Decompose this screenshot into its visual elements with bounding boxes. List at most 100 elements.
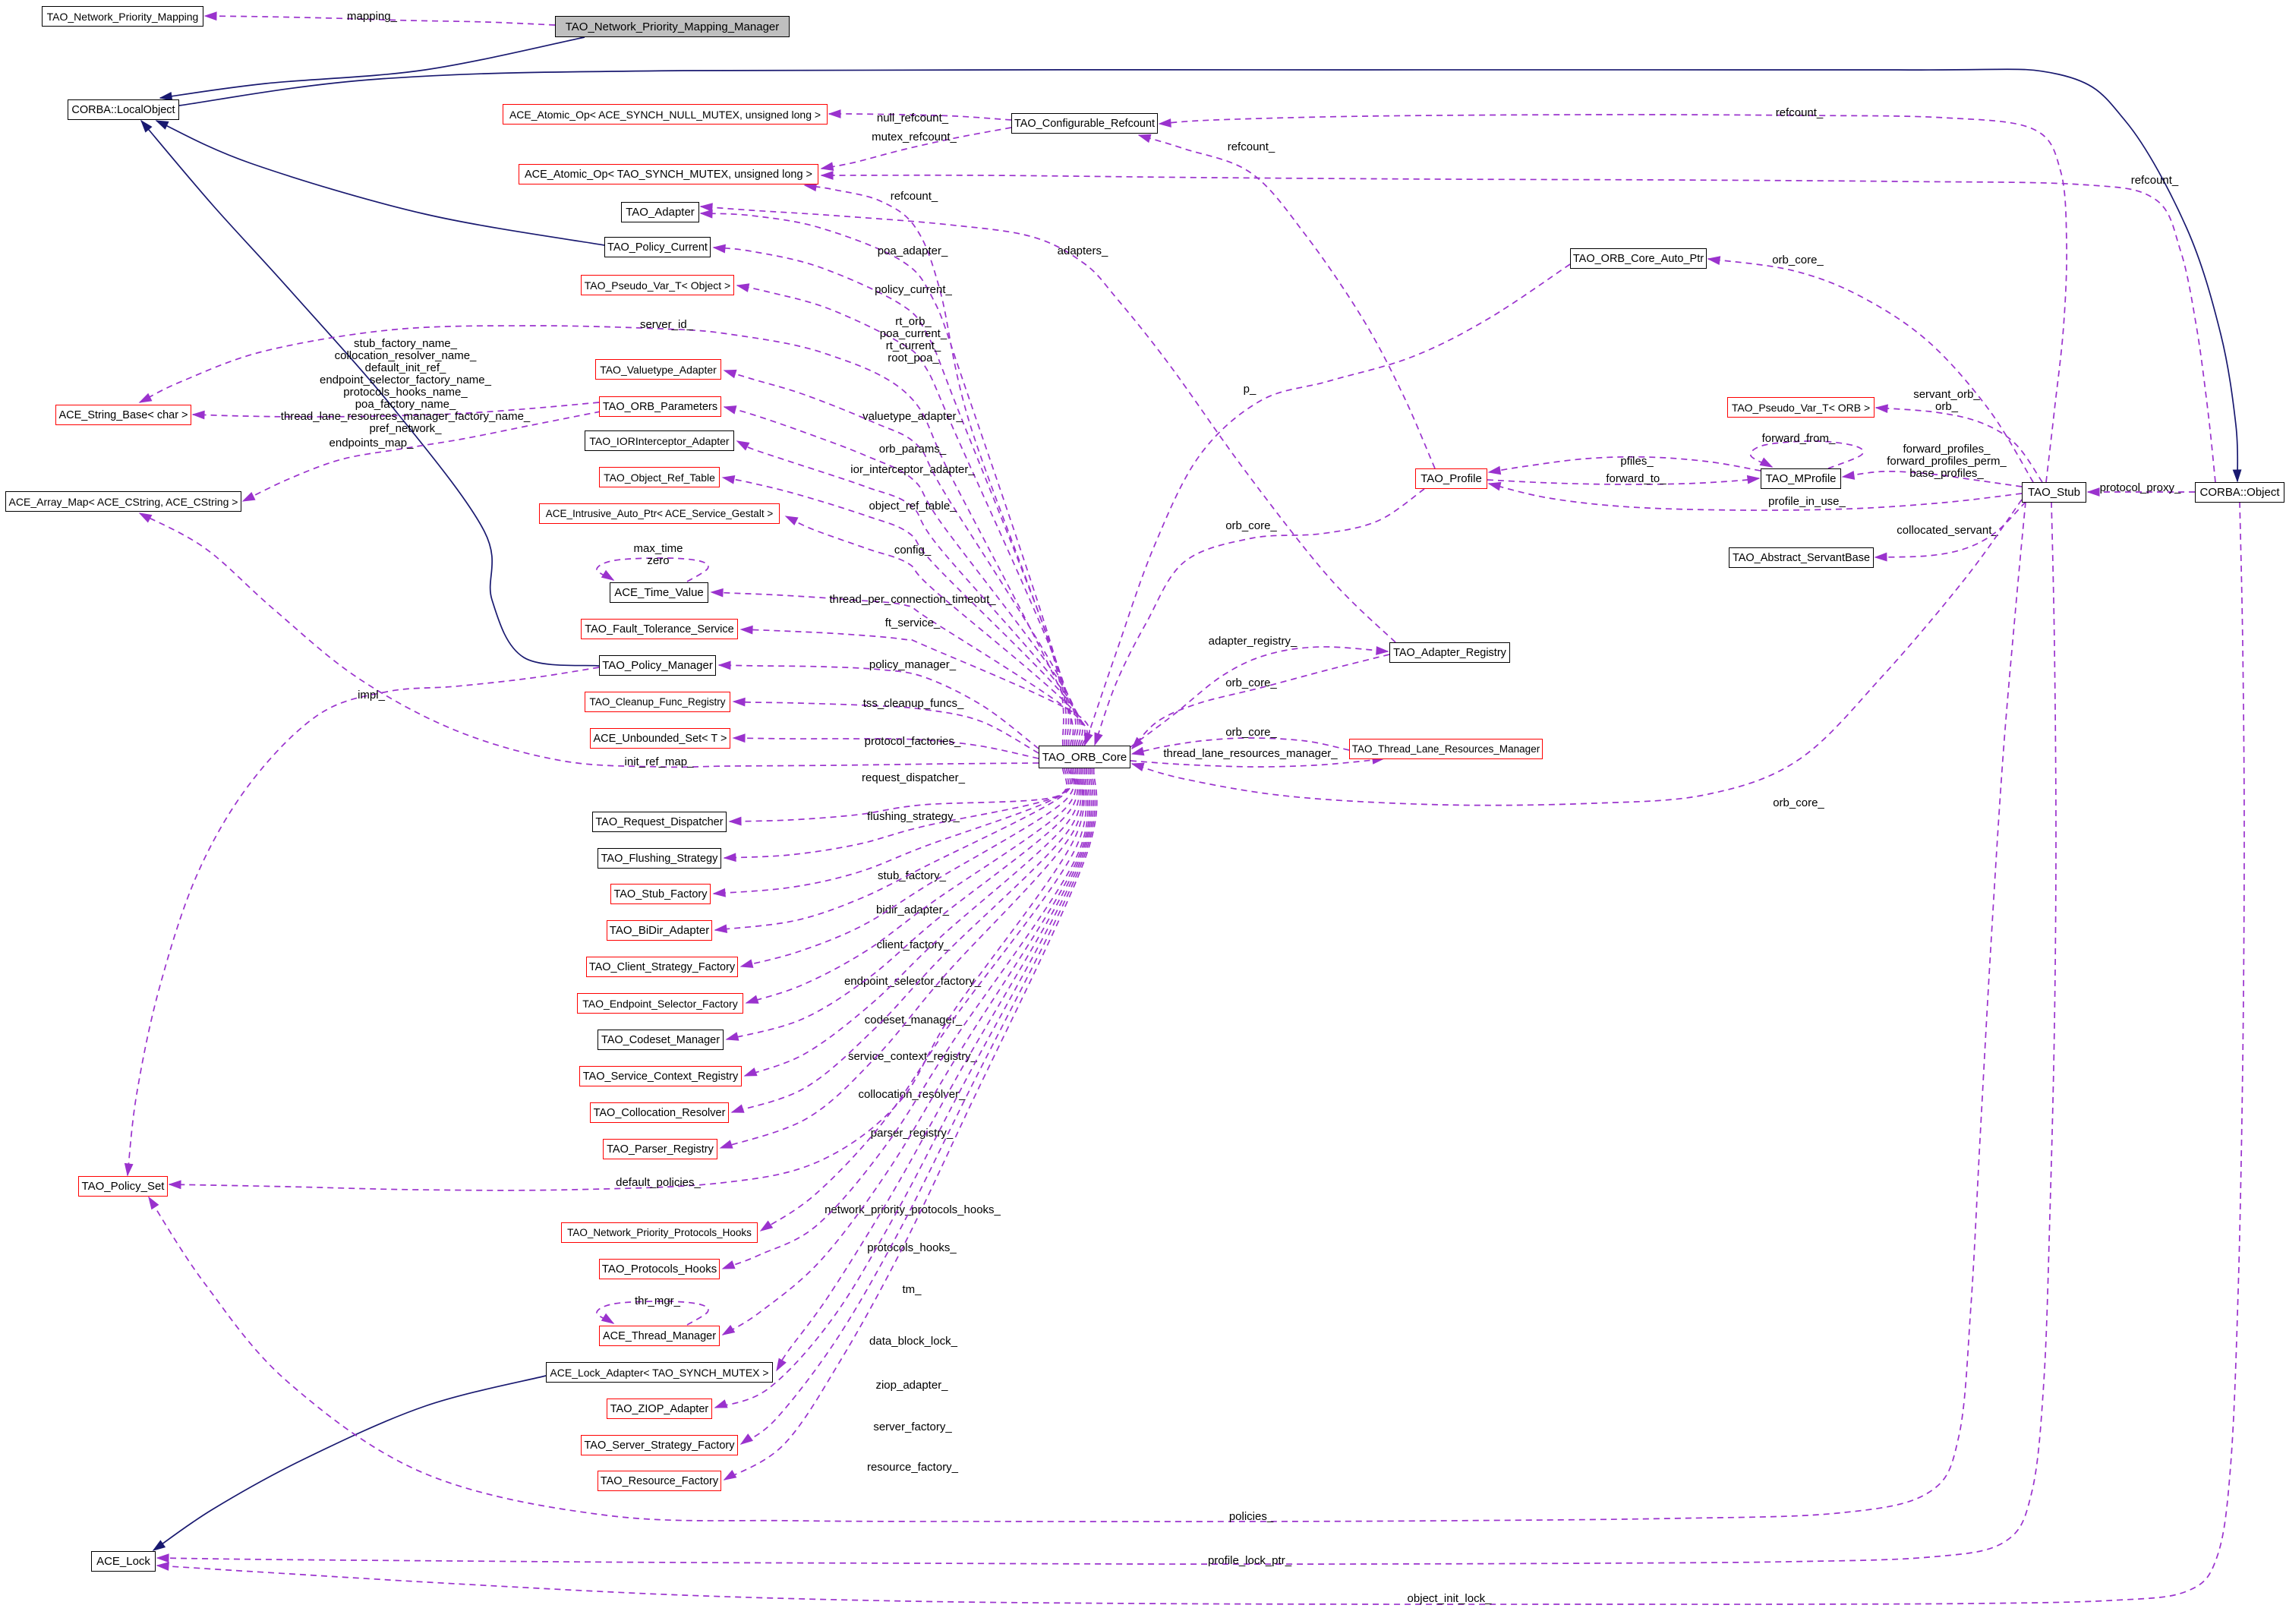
- edge-path: [204, 15, 556, 26]
- node-cleanup_func[interactable]: TAO_Cleanup_Func_Registry: [585, 692, 730, 712]
- node-client_strategy_factory[interactable]: TAO_Client_Strategy_Factory: [586, 957, 738, 977]
- edge-path: [821, 174, 2216, 483]
- edge-label-adapters_: adapters_: [1058, 244, 1108, 257]
- arrowhead: [1130, 762, 1145, 772]
- node-service_context_registry[interactable]: TAO_Service_Context_Registry: [579, 1066, 742, 1086]
- node-net_prio_mapping[interactable]: TAO_Network_Priority_Mapping: [42, 6, 203, 27]
- node-label: TAO_Fault_Tolerance_Service: [585, 623, 734, 635]
- node-atomic_tao[interactable]: ACE_Atomic_Op< TAO_SYNCH_MUTEX, unsigned…: [519, 164, 818, 184]
- node-abstract_servantbase[interactable]: TAO_Abstract_ServantBase: [1729, 547, 1874, 568]
- arrowhead: [739, 959, 754, 968]
- node-pseudo_var_orb[interactable]: TAO_Pseudo_Var_T< ORB >: [1727, 397, 1875, 418]
- edge-path: [159, 36, 585, 99]
- node-net_prio_hooks[interactable]: TAO_Network_Priority_Protocols_Hooks: [561, 1222, 758, 1243]
- node-atomic_null[interactable]: ACE_Atomic_Op< ACE_SYNCH_NULL_MUTEX, uns…: [503, 104, 828, 125]
- edge-orb_core-endpoint_selector_factory: endpoint_selector_factory_: [745, 768, 1077, 1004]
- node-corba_object[interactable]: CORBA::Object: [2195, 482, 2284, 503]
- arrowhead: [714, 1399, 728, 1408]
- node-ace_lock[interactable]: ACE_Lock: [91, 1551, 156, 1572]
- edge-label-protocol_proxy_: protocol_proxy_: [2100, 481, 2181, 494]
- node-fault_tolerance[interactable]: TAO_Fault_Tolerance_Service: [581, 619, 738, 639]
- edge-orb_core-array_map: init_ref_map_: [138, 512, 1039, 768]
- edge-path: [1131, 737, 1350, 755]
- node-label: ACE_Thread_Manager: [602, 1329, 717, 1342]
- arrowhead: [1746, 475, 1761, 484]
- arrowhead: [1487, 481, 1502, 491]
- node-adapter_registry[interactable]: TAO_Adapter_Registry: [1389, 642, 1510, 663]
- node-collocation_resolver[interactable]: TAO_Collocation_Resolver: [590, 1102, 729, 1123]
- edge-orb_core-bidir_adapter: bidir_adapter_: [714, 768, 1074, 934]
- node-bidir_adapter[interactable]: TAO_BiDir_Adapter: [607, 920, 712, 941]
- node-lock_adapter[interactable]: ACE_Lock_Adapter< TAO_SYNCH_MUTEX >: [546, 1362, 773, 1383]
- node-unbounded_set[interactable]: ACE_Unbounded_Set< T >: [590, 728, 730, 749]
- node-protocols_hooks[interactable]: TAO_Protocols_Hooks: [599, 1259, 720, 1279]
- node-label: TAO_Network_Priority_Mapping_Manager: [565, 20, 780, 33]
- node-profile[interactable]: TAO_Profile: [1415, 468, 1487, 489]
- node-string_base[interactable]: ACE_String_Base< char >: [55, 405, 191, 425]
- edge-tlrm-orb_core: orb_core_: [1130, 726, 1350, 756]
- node-valuetype_adapter[interactable]: TAO_Valuetype_Adapter: [595, 359, 721, 380]
- arrowhead: [601, 569, 615, 581]
- node-time_value[interactable]: ACE_Time_Value: [610, 582, 708, 603]
- node-object_ref_table[interactable]: TAO_Object_Ref_Table: [599, 467, 720, 487]
- node-mprofile[interactable]: TAO_MProfile: [1761, 468, 1841, 489]
- node-thread_manager[interactable]: ACE_Thread_Manager: [599, 1326, 720, 1346]
- node-pseudo_var_object[interactable]: TAO_Pseudo_Var_T< Object >: [581, 275, 734, 295]
- node-array_map[interactable]: ACE_Array_Map< ACE_CString, ACE_CString …: [5, 491, 241, 512]
- node-label: CORBA::LocalObject: [71, 103, 175, 116]
- edge-label-forward_from_: forward_from_: [1762, 432, 1836, 445]
- node-resource_factory[interactable]: TAO_Resource_Factory: [598, 1471, 721, 1491]
- node-label: CORBA::Object: [2199, 486, 2280, 499]
- node-endpoint_selector_factory[interactable]: TAO_Endpoint_Selector_Factory: [577, 993, 743, 1014]
- node-localobject[interactable]: CORBA::LocalObject: [68, 99, 179, 120]
- node-policy_manager[interactable]: TAO_Policy_Manager: [599, 655, 716, 676]
- edge-path: [740, 768, 1096, 1445]
- node-policy_set[interactable]: TAO_Policy_Set: [78, 1176, 168, 1197]
- edge-orb_core-lock_adapter: data_block_lock_: [776, 768, 1093, 1372]
- node-intrusive_auto_ptr[interactable]: ACE_Intrusive_Auto_Ptr< ACE_Service_Gest…: [539, 503, 780, 524]
- edge-path: [1488, 456, 1761, 473]
- node-stub_factory[interactable]: TAO_Stub_Factory: [610, 884, 711, 904]
- node-policy_current[interactable]: TAO_Policy_Current: [604, 237, 711, 257]
- edge-path: [1159, 114, 2067, 483]
- edge-label-flushing_strategy_: flushing_strategy_: [867, 810, 960, 823]
- edge-path: [724, 406, 1079, 746]
- edge-path: [596, 1301, 709, 1326]
- node-request_dispatcher[interactable]: TAO_Request_Dispatcher: [592, 812, 727, 832]
- edge-path: [169, 768, 1085, 1191]
- edge-stub-mprofile: forward_profiles_forward_profiles_perm_b…: [1841, 443, 2023, 487]
- node-configurable_refcount[interactable]: TAO_Configurable_Refcount: [1011, 113, 1158, 134]
- node-codeset_manager[interactable]: TAO_Codeset_Manager: [598, 1030, 724, 1050]
- node-label: TAO_Stub_Factory: [613, 888, 708, 900]
- arrowhead: [723, 405, 737, 415]
- node-orb_core[interactable]: TAO_ORB_Core: [1039, 746, 1130, 768]
- node-ziop_adapter[interactable]: TAO_ZIOP_Adapter: [607, 1399, 712, 1419]
- node-tlrm[interactable]: TAO_Thread_Lane_Resources_Manager: [1349, 739, 1543, 759]
- edge-label-object_ref_table_: object_ref_table_: [869, 500, 957, 512]
- edge-path: [700, 206, 1396, 643]
- node-flushing_strategy[interactable]: TAO_Flushing_Strategy: [598, 848, 721, 869]
- node-stub[interactable]: TAO_Stub: [2022, 482, 2086, 503]
- node-orb_parameters[interactable]: TAO_ORB_Parameters: [599, 396, 721, 417]
- edge-label-null_refcount_: null_refcount_: [877, 112, 949, 125]
- edge-path: [733, 737, 1039, 759]
- node-tao_adapter[interactable]: TAO_Adapter: [621, 202, 699, 222]
- node-parser_registry[interactable]: TAO_Parser_Registry: [603, 1139, 717, 1159]
- node-manager[interactable]: TAO_Network_Priority_Mapping_Manager: [555, 16, 790, 37]
- edge-label-refcount_: refcount_: [2131, 174, 2179, 187]
- edge-path: [1130, 646, 1389, 748]
- arrowhead: [699, 203, 713, 213]
- edge-orb_core-protocols_hooks: protocols_hooks_: [721, 768, 1089, 1269]
- arrowhead: [728, 816, 742, 826]
- edge-label-stub_factory_name_: stub_factory_name_collocation_resolver_n…: [281, 337, 531, 435]
- node-server_strategy_factory[interactable]: TAO_Server_Strategy_Factory: [581, 1435, 738, 1455]
- node-orb_core_auto_ptr[interactable]: TAO_ORB_Core_Auto_Ptr: [1570, 248, 1707, 269]
- edge-label-bidir_adapter_: bidir_adapter_: [876, 903, 950, 916]
- node-label: TAO_Policy_Current: [607, 241, 708, 254]
- edge-manager-net_prio_mapping: mapping_: [203, 10, 556, 26]
- node-label: TAO_ORB_Core: [1042, 750, 1127, 764]
- edge-orb_core-server_strategy_factory: server_factory_: [739, 768, 1096, 1445]
- node-ior_interceptor_adapter[interactable]: TAO_IORInterceptor_Adapter: [585, 430, 734, 451]
- node-label: TAO_Endpoint_Selector_Factory: [582, 997, 738, 1010]
